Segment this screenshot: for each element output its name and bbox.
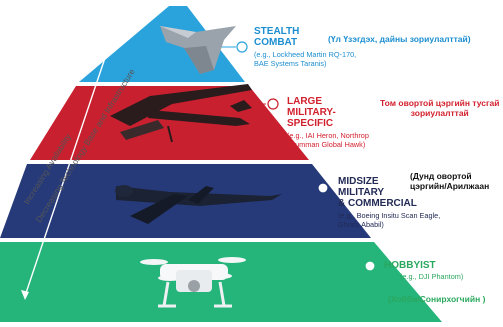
tier2-examples: (e.g., IAI Heron, Northrop Grumman Globa… [287,131,369,149]
tier3-examples: (e.g., Boeing Insitu Scan Eagle, Ghods A… [338,211,441,229]
heron-drone-icon [110,84,252,143]
quadcopter-icon [140,257,246,308]
tier1-title: STEALTH COMBAT [254,26,300,48]
connector-large-military [249,98,279,110]
tier3-title: MIDSIZE MILITARY & COMMERCIAL [338,176,417,209]
stealth-drone-icon [160,26,236,74]
tier4-mongolian: (Хобби/Сонирхогчийн ) [388,294,486,304]
scan-eagle-drone-icon [115,185,282,224]
tier3-mongolian: (Дунд овортой цэргийн/Арилжаан [410,171,490,191]
tier4-title: HOBBYIST [384,260,436,271]
tier4-examples: (e.g., DJI Phantom) [400,272,464,281]
connector-hobbyist [342,260,376,272]
availability-arrow [21,51,108,300]
tier2-mongolian: Том овортой цэргийн тусгай зориулалттай [380,98,500,118]
tier1-mongolian: (Үл Үзэгдэх, дайны зориулалттай) [328,34,471,44]
connector-midsize [300,182,329,194]
tier1-examples: (e.g., Lockheed Martin RQ-170, BAE Syste… [254,50,357,68]
connector-stealth [216,41,248,53]
tier2-title: LARGE MILITARY- SPECIFIC [287,96,336,129]
